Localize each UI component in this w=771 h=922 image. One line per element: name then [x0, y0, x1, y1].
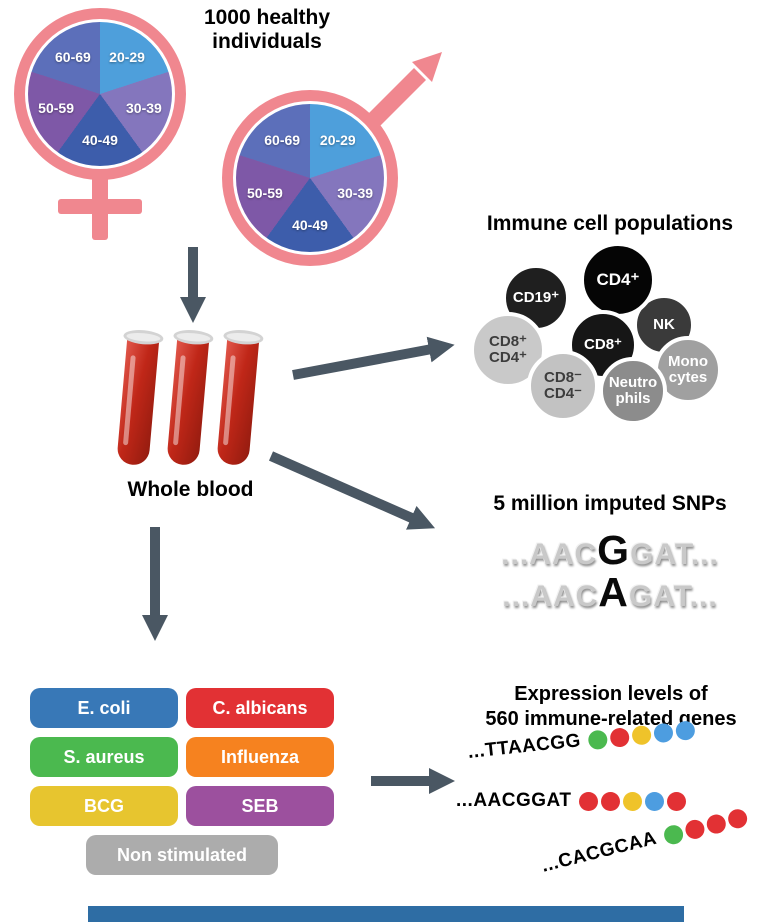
female-symbol-cross: [58, 199, 142, 214]
blood-tubes: [116, 328, 268, 472]
tube-body: [116, 335, 160, 467]
gene-expression-row: ...AACGGAT: [456, 790, 687, 812]
age-group-label: 50-59: [246, 184, 283, 201]
cell-label: CD8⁺ CD4⁺: [489, 333, 527, 366]
cell-label: Neutro phils: [608, 374, 658, 407]
age-group-label: 20-29: [319, 131, 356, 148]
snp-variant-allele: A: [598, 569, 629, 615]
blood-tube: [162, 328, 214, 470]
immune-cell-cluster: CD19⁺ CD8⁺ CD4⁺ NK CD4⁺ Mono cytes CD8⁺ …: [468, 242, 768, 438]
snp-suffix: GAT...: [628, 580, 718, 613]
stimulus-e-coli: E. coli: [30, 688, 178, 728]
snp-prefix: ...AAC: [502, 580, 599, 613]
expression-title: Expression levels of 560 immune-related …: [485, 683, 737, 730]
arrow-blood-to-snps: [268, 451, 436, 530]
expression-dot: [725, 806, 749, 830]
age-group-label: 40-49: [292, 217, 328, 234]
age-group-label: 30-39: [337, 184, 374, 201]
male-age-pie: 20-29 30-39 40-49 50-59 60-69: [236, 104, 384, 252]
tube-body: [216, 335, 260, 467]
stimulus-s-aureus: S. aureus: [30, 737, 178, 777]
cell-label: CD8⁺: [584, 336, 622, 354]
cell-label: NK: [653, 316, 675, 334]
expression-dot: [631, 724, 653, 746]
age-group-label: 50-59: [38, 100, 74, 117]
expression-dot: [667, 791, 687, 811]
gene-expression-row: ...CACGCAA: [539, 805, 749, 877]
blood-tube: [212, 328, 264, 470]
cell-label: CD19⁺: [512, 289, 560, 307]
cell-label: Mono cytes: [668, 353, 708, 386]
snp-sequence-ref: ...AACGGAT...: [450, 528, 770, 582]
cell-cd4: CD4⁺: [580, 242, 656, 318]
male-symbol: 20-29 30-39 40-49 50-59 60-69: [222, 90, 398, 266]
expression-dot: [704, 812, 728, 836]
cohort-title: 1000 healthy individuals: [203, 6, 331, 54]
gene-sequence: ...AACGGAT: [456, 790, 572, 811]
age-group-label: 20-29: [109, 48, 145, 65]
age-group-label: 60-69: [55, 48, 91, 65]
stimulus-influenza: Influenza: [186, 737, 334, 777]
age-group-label: 60-69: [264, 131, 301, 148]
stimulus-seb: SEB: [186, 786, 334, 826]
snps-title: 5 million imputed SNPs: [493, 492, 727, 515]
gene-sequence: ...TTAACGG: [466, 730, 582, 763]
whole-blood-label: Whole blood: [127, 478, 254, 501]
snp-sequence-alt: ...AACAGAT...: [450, 570, 770, 624]
snp-variant-allele: G: [597, 527, 631, 573]
expression-dot: [601, 791, 621, 811]
stimulus-c-albicans: C. albicans: [186, 688, 334, 728]
stimulus-bcg: BCG: [30, 786, 178, 826]
expression-dot: [661, 822, 685, 846]
expression-dot: [675, 719, 697, 741]
expression-dot: [609, 726, 631, 748]
cell-label: CD4⁺: [596, 270, 640, 290]
gene-sequence: ...CACGCAA: [539, 827, 659, 877]
tube-body: [166, 335, 210, 467]
age-group-label: 40-49: [82, 132, 118, 149]
blood-tube: [112, 328, 164, 470]
stimulus-non-stimulated: Non stimulated: [86, 835, 278, 875]
female-age-pie: 20-29 30-39 40-49 50-59 60-69: [28, 22, 172, 166]
male-symbol-arrow: [365, 52, 442, 129]
expression-dot: [653, 721, 675, 743]
immune-cells-title: Immune cell populations: [486, 212, 734, 235]
expression-dot: [579, 791, 599, 811]
cell-cd8neg-cd4neg: CD8⁻ CD4⁻: [527, 350, 599, 422]
age-group-label: 30-39: [126, 100, 162, 117]
snp-suffix: GAT...: [630, 538, 719, 571]
bottom-bar: [88, 906, 684, 922]
cell-label: CD8⁻ CD4⁻: [544, 369, 582, 402]
arrow-blood-to-cells: [292, 336, 455, 380]
expression-dot: [623, 791, 643, 811]
expression-dot: [645, 791, 665, 811]
expression-dot: [683, 817, 707, 841]
female-symbol: 20-29 30-39 40-49 50-59 60-69: [14, 8, 186, 180]
expression-dot: [587, 728, 609, 750]
cell-neutrophils: Neutro phils: [599, 357, 667, 425]
snp-prefix: ...AAC: [501, 538, 598, 571]
